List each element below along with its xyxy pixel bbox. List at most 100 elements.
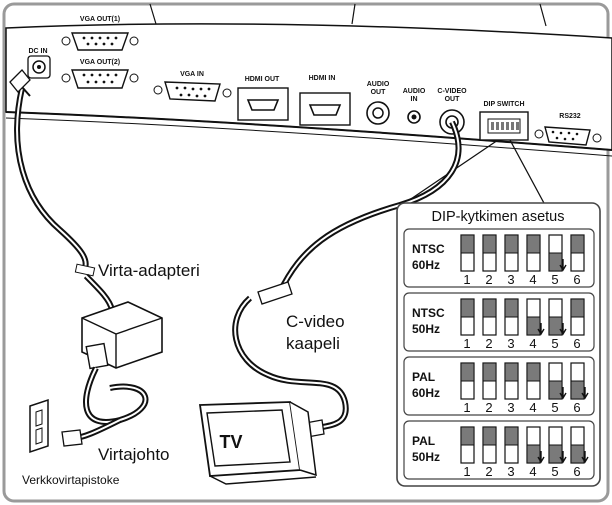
dip-mode-label: PAL xyxy=(412,370,435,384)
dip-switch-number: 1 xyxy=(463,400,470,415)
dip-switch-number: 3 xyxy=(507,336,514,351)
vga-in-port[interactable] xyxy=(153,81,232,102)
dip-switch-number: 6 xyxy=(573,400,580,415)
dip-switch-number: 5 xyxy=(551,272,558,287)
label-dc-in: DC IN xyxy=(28,48,47,55)
label-hdmi-in: HDMI IN xyxy=(309,75,336,82)
dip-switch-port[interactable] xyxy=(479,111,529,141)
vga-out-1-port[interactable] xyxy=(61,32,139,51)
arrow-down-icon xyxy=(559,323,567,336)
dc-plug-icon xyxy=(9,69,31,93)
mains-plug-icon xyxy=(61,429,83,447)
dip-switch-number: 2 xyxy=(485,272,492,287)
label-vga-out-2: VGA OUT(2) xyxy=(80,59,120,66)
dip-switch-5 xyxy=(548,362,567,400)
dip-switch-number: 3 xyxy=(507,272,514,287)
dip-switch-3 xyxy=(504,298,519,336)
dip-mode-label: 50Hz xyxy=(412,450,440,464)
label-audio-in-2: IN xyxy=(411,96,418,103)
dip-switch-5 xyxy=(548,234,567,272)
dip-switch-4 xyxy=(526,234,541,272)
arrow-down-icon xyxy=(581,451,589,464)
tv-label: TV xyxy=(219,432,242,452)
dip-switch-4 xyxy=(526,426,545,464)
adapter-cable-ferrite-icon xyxy=(74,263,96,277)
arrow-down-icon xyxy=(559,387,567,400)
rs232-port[interactable] xyxy=(534,126,602,146)
hdmi-in-port[interactable] xyxy=(299,92,351,126)
label-rs232: RS232 xyxy=(559,113,581,120)
dip-row-frame xyxy=(403,292,595,352)
dip-mode-label: 60Hz xyxy=(412,386,440,400)
dip-switch-number: 1 xyxy=(463,336,470,351)
dip-switch-number: 3 xyxy=(507,400,514,415)
dip-switch-6 xyxy=(570,426,589,464)
dip-switch-2 xyxy=(482,234,497,272)
callout-cvideo-cable-1: C-video xyxy=(286,312,345,331)
arrow-down-icon xyxy=(559,451,567,464)
power-cord xyxy=(61,366,149,447)
dip-switch-3 xyxy=(504,362,519,400)
callout-power-adapter: Virta-adapteri xyxy=(98,261,200,280)
power-adapter-icon xyxy=(81,301,163,370)
dip-mode-label: PAL xyxy=(412,434,435,448)
dip-switch-4 xyxy=(526,362,541,400)
label-cvideo-out-1: C-VIDEO xyxy=(437,88,467,95)
label-audio-out-2: OUT xyxy=(371,89,387,96)
dip-switch-number: 6 xyxy=(573,464,580,479)
dip-mode-label: NTSC xyxy=(412,306,445,320)
dip-switch-4 xyxy=(526,298,545,336)
dip-switch-number: 4 xyxy=(529,400,536,415)
audio-out-port[interactable] xyxy=(366,101,390,125)
arrow-down-icon xyxy=(537,323,545,336)
callout-cvideo-cable-2: kaapeli xyxy=(286,334,340,353)
dip-switch-3 xyxy=(504,234,519,272)
dip-switch-number: 6 xyxy=(573,272,580,287)
callout-power-cord: Virtajohto xyxy=(98,445,170,464)
dip-switch-number: 2 xyxy=(485,400,492,415)
dip-switch-5 xyxy=(548,426,567,464)
dip-mode-label: 50Hz xyxy=(412,322,440,336)
dip-switch-number: 5 xyxy=(551,400,558,415)
label-hdmi-out: HDMI OUT xyxy=(245,76,280,83)
dip-switch-2 xyxy=(482,362,497,400)
label-dip-switch: DIP SWITCH xyxy=(483,101,524,108)
dip-row-frame xyxy=(403,356,595,416)
dip-switch-2 xyxy=(482,426,497,464)
dip-switch-2 xyxy=(482,298,497,336)
dip-switch-3 xyxy=(504,426,519,464)
dip-switch-number: 2 xyxy=(485,336,492,351)
hdmi-out-port[interactable] xyxy=(237,87,289,121)
label-audio-in-1: AUDIO xyxy=(403,88,426,95)
label-vga-in: VGA IN xyxy=(180,71,204,78)
dip-switch-6 xyxy=(570,362,589,400)
dip-switch-number: 4 xyxy=(529,464,536,479)
wall-outlet-icon xyxy=(29,398,49,454)
arrow-down-icon xyxy=(537,451,545,464)
dip-switch-1 xyxy=(460,426,475,464)
dip-switch-5 xyxy=(548,298,567,336)
vga-out-2-port[interactable] xyxy=(61,69,139,89)
dip-switch-1 xyxy=(460,234,475,272)
rca-plug-icon xyxy=(257,281,293,305)
dip-switch-number: 1 xyxy=(463,272,470,287)
dip-switch-number: 1 xyxy=(463,464,470,479)
dip-switch-number: 3 xyxy=(507,464,514,479)
dip-mode-label: NTSC xyxy=(412,242,445,256)
audio-in-port[interactable] xyxy=(407,110,421,124)
dc-in-port[interactable] xyxy=(27,55,51,79)
dip-row-frame xyxy=(403,420,595,480)
label-cvideo-out-2: OUT xyxy=(445,96,461,103)
dip-switch-1 xyxy=(460,362,475,400)
arrow-down-icon xyxy=(581,387,589,400)
dip-switch-number: 4 xyxy=(529,272,536,287)
dip-row-frame xyxy=(403,228,595,288)
